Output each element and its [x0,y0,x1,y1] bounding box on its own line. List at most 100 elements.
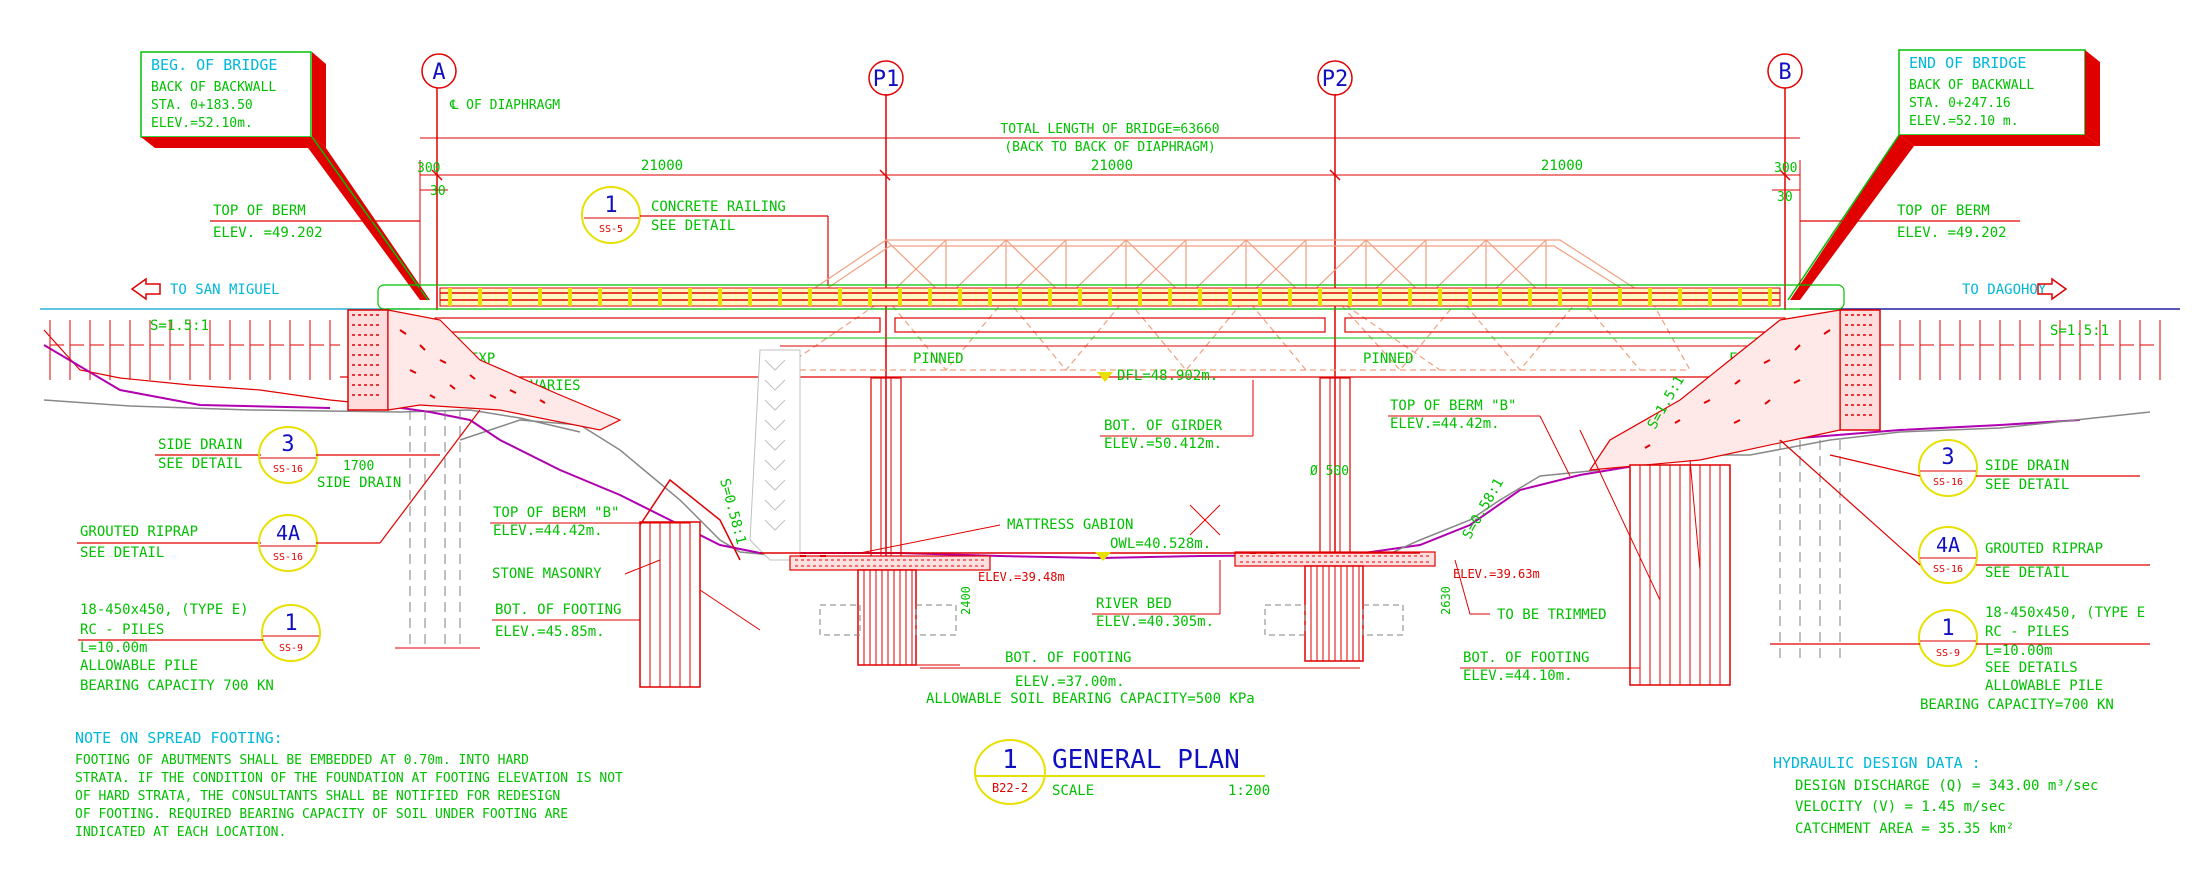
svg-text:RC - PILES: RC - PILES [1985,624,2069,640]
svg-text:STA. 0+183.50: STA. 0+183.50 [151,98,253,113]
elev-pier-p2: ELEV.=39.63m [1453,567,1540,581]
svg-text:SS-5: SS-5 [599,224,623,235]
svg-text:SS-9: SS-9 [279,643,303,654]
svg-text:1: 1 [284,611,297,636]
slope-label-right: S=1.5:1 [2050,323,2109,339]
piles-callout-left: 18-450x450, (TYPE E) RC - PILES L=10.00m… [78,602,321,694]
svg-text:DFL=48.902m.: DFL=48.902m. [1117,368,1218,384]
svg-text:SS-16: SS-16 [1933,564,1963,575]
ground-profile [40,308,2180,560]
svg-text:ELEV.=44.10m.: ELEV.=44.10m. [1463,668,1573,684]
svg-text:P2: P2 [1322,67,1349,92]
svg-text:ALLOWABLE PILE: ALLOWABLE PILE [80,658,198,674]
svg-text:INDICATED AT EACH LOCATION.: INDICATED AT EACH LOCATION. [75,825,286,840]
svg-text:1: 1 [1002,745,1018,775]
bot-of-footing-left: BOT. OF FOOTING ELEV.=45.85m. [492,602,640,640]
svg-text:ELEV.=52.10 m.: ELEV.=52.10 m. [1909,114,2019,129]
pier-p1 [789,377,991,666]
svg-text:DESIGN DISCHARGE (Q) = 343.00: DESIGN DISCHARGE (Q) = 343.00 m³/sec [1795,778,2098,794]
svg-text:FOOTING OF ABUTMENTS SHALL BE: FOOTING OF ABUTMENTS SHALL BE EMBEDDED A… [75,753,529,768]
slope-small-label: S=0.58:1 [716,477,749,546]
drawing-title: GENERAL PLAN [1052,745,1240,775]
slope-label-left: S=1.5:1 [150,318,209,334]
dim-span-3: 21000 [1541,158,1583,174]
hydraulic-design-data: HYDRAULIC DESIGN DATA : DESIGN DISCHARGE… [1773,754,2098,837]
svg-text:MATTRESS GABION: MATTRESS GABION [1007,517,1133,533]
dim-30-left: 30 [430,184,446,199]
top-of-berm-left: TOP OF BERM ELEV. =49.202 [210,203,420,241]
svg-text:BEARING CAPACITY 700 KN: BEARING CAPACITY 700 KN [80,678,274,694]
grouted-riprap-callout-left: GROUTED RIPRAP SEE DETAIL 4A SS-16 [77,409,481,572]
svg-text:ALLOWABLE PILE: ALLOWABLE PILE [1985,678,2103,694]
svg-text:OF FOOTING. REQUIRED BEARING C: OF FOOTING. REQUIRED BEARING CAPACITY OF… [75,807,568,822]
svg-text:GROUTED RIPRAP: GROUTED RIPRAP [80,524,198,540]
owl-label: OWL=40.528m. [1110,536,1211,552]
svg-text:ELEV.=52.10m.: ELEV.=52.10m. [151,116,253,131]
svg-text:TO BE TRIMMED: TO BE TRIMMED [1497,607,1607,623]
bot-of-footing-middle: BOT. OF FOOTING ELEV.=37.00m. ALLOWABLE … [920,650,1360,707]
svg-text:TOP OF BERM "B": TOP OF BERM "B" [493,505,619,521]
svg-text:BEARING CAPACITY=700 KN: BEARING CAPACITY=700 KN [1920,697,2114,713]
grouted-riprap-callout-right: 4A SS-16 GROUTED RIPRAP SEE DETAIL [1779,439,2150,584]
bearing-pinned-p1: PINNED [913,351,964,367]
svg-text:TO DAGOHOY: TO DAGOHOY [1962,282,2047,298]
dfl-marker: DFL=48.902m. [1097,368,1218,384]
svg-text:4A: 4A [1936,533,1960,557]
svg-text:OF HARD STRATA, THE CONSULTANT: OF HARD STRATA, THE CONSULTANTS SHALL BE… [75,789,560,804]
svg-text:RIVER BED: RIVER BED [1096,596,1172,612]
svg-text:RC - PILES: RC - PILES [80,622,164,638]
mattress-gabion-label: MATTRESS GABION [859,517,1133,554]
svg-text:BOT. OF FOOTING: BOT. OF FOOTING [1463,650,1589,666]
dim-span-2: 21000 [1091,158,1133,174]
svg-text:1: 1 [1941,616,1954,641]
to-be-trimmed-label: TO BE TRIMMED [1454,559,1607,623]
svg-text:1:200: 1:200 [1228,783,1270,799]
svg-text:ELEV. =49.202: ELEV. =49.202 [1897,225,2007,241]
to-dagohoy-arrow: TO DAGOHOY [1962,277,2068,301]
top-of-berm-right: TOP OF BERM ELEV. =49.202 [1800,203,2020,241]
svg-text:BOT. OF GIRDER: BOT. OF GIRDER [1104,418,1223,434]
stone-masonry-label: STONE MASONRY [492,559,661,582]
grid-bubble-p2: P2 [1317,60,1353,96]
svg-text:BEG. OF BRIDGE: BEG. OF BRIDGE [151,56,277,74]
svg-text:ELEV. =49.202: ELEV. =49.202 [213,225,323,241]
svg-text:SEE DETAIL: SEE DETAIL [1985,477,2069,493]
svg-text:A: A [432,60,445,85]
side-drain-callout-right: 3 SS-16 SIDE DRAIN SEE DETAIL [1829,439,2140,497]
svg-text:ELEV.=37.00m.: ELEV.=37.00m. [1015,674,1125,690]
svg-text:L=10.00m: L=10.00m [80,640,147,656]
svg-text:GROUTED RIPRAP: GROUTED RIPRAP [1985,541,2103,557]
riverbed-gabion [760,504,1420,561]
side-drain-callout-left: SIDE DRAIN SEE DETAIL 3 SS-16 1700 SIDE … [155,426,440,491]
svg-text:4A: 4A [276,521,300,545]
svg-text:ELEV.=45.85m.: ELEV.=45.85m. [495,624,605,640]
beg-of-bridge-callout: BEG. OF BRIDGE BACK OF BACKWALL STA. 0+1… [140,51,430,301]
svg-text:ELEV.=44.42m.: ELEV.=44.42m. [1390,416,1500,432]
svg-text:BOT. OF FOOTING: BOT. OF FOOTING [1005,650,1131,666]
svg-text:SIDE DRAIN: SIDE DRAIN [317,475,401,491]
svg-text:STA. 0+247.16: STA. 0+247.16 [1909,96,2011,111]
total-length-label: TOTAL LENGTH OF BRIDGE=63660 [1000,122,1219,137]
cl-diaphragm-label: ℄ OF DIAPHRAGM [449,98,560,113]
svg-text:L=10.00m: L=10.00m [1985,643,2052,659]
bearing-pinned-p2: PINNED [1363,351,1414,367]
svg-text:SIDE DRAIN: SIDE DRAIN [1985,458,2069,474]
svg-text:SS-9: SS-9 [1936,648,1960,659]
svg-text:SS-16: SS-16 [273,552,303,563]
total-length-sublabel: (BACK TO BACK OF DIAPHRAGM) [1004,140,1215,155]
svg-text:BACK OF BACKWALL: BACK OF BACKWALL [1909,78,2034,93]
svg-text:ELEV.=40.305m.: ELEV.=40.305m. [1096,614,1214,630]
svg-text:BOT. OF FOOTING: BOT. OF FOOTING [495,602,621,618]
svg-text:1700: 1700 [343,459,374,474]
grid-bubble-p1: P1 [868,60,904,96]
svg-text:SEE DETAIL: SEE DETAIL [80,545,164,561]
svg-text:BACK OF BACKWALL: BACK OF BACKWALL [151,80,276,95]
svg-text:HYDRAULIC DESIGN DATA :: HYDRAULIC DESIGN DATA : [1773,754,1981,772]
svg-text:TOP OF BERM: TOP OF BERM [1897,203,1990,219]
svg-text:SEE DETAIL: SEE DETAIL [1985,565,2069,581]
svg-text:1: 1 [604,193,617,218]
stone-masonry-wall-left [639,349,801,688]
svg-text:3: 3 [281,432,294,457]
svg-text:TOP OF BERM "B": TOP OF BERM "B" [1390,398,1516,414]
grid-lines [436,88,1786,600]
